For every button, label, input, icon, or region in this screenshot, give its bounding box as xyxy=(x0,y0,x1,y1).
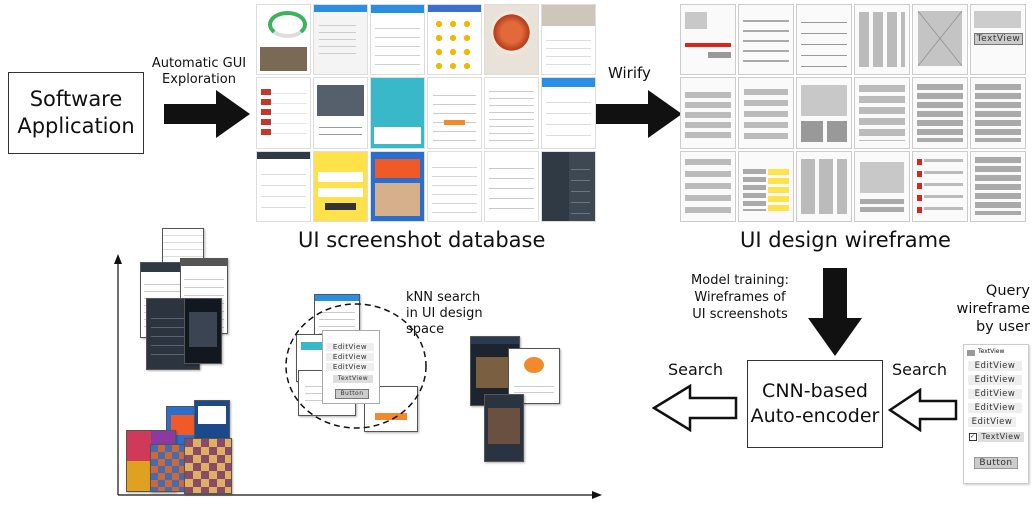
query-label-line3: by user xyxy=(975,319,1030,335)
query-checkbox-label: TextView xyxy=(978,432,1024,442)
knn-wireframe-edit: EditView xyxy=(326,353,374,361)
screenshot-tile xyxy=(541,77,596,149)
query-editview-5: EditView xyxy=(968,417,1016,427)
search-right-arrow-icon xyxy=(888,388,958,432)
knn-wireframe-button: Button xyxy=(335,389,369,399)
query-editview-3: EditView xyxy=(968,389,1022,399)
wireframe-caption: UI design wireframe xyxy=(740,228,951,252)
screenshot-tile xyxy=(541,150,596,222)
exploration-arrow-icon xyxy=(164,90,250,138)
wireframe-tile xyxy=(680,150,736,222)
screenshot-tile xyxy=(256,77,311,149)
query-editview-1: EditView xyxy=(968,361,1022,371)
model-training-line3: UI screenshots xyxy=(692,307,788,322)
model-training-line2: Wireframes of xyxy=(694,290,786,305)
screenshot-database-grid xyxy=(256,4,596,222)
screenshot-tile xyxy=(256,150,311,222)
result-screenshot xyxy=(484,394,524,462)
exploration-label-line1: Automatic GUI xyxy=(151,56,247,71)
cnn-box-line1: CNN-based xyxy=(762,380,868,402)
software-application-box: Software Application xyxy=(8,72,144,154)
wireframe-tile xyxy=(970,77,1026,149)
wireframe-tile xyxy=(738,77,794,149)
exploration-label-line2: Exploration xyxy=(162,72,236,87)
screenshot-tile xyxy=(370,77,425,149)
screenshot-tile xyxy=(484,4,539,76)
screenshot-tile xyxy=(256,4,311,76)
screenshot-tile xyxy=(484,77,539,149)
screenshot-tile xyxy=(484,150,539,222)
knn-wireframe-textview: TextView xyxy=(333,375,373,383)
query-label-line1: Query xyxy=(985,283,1030,299)
wirify-arrow-icon xyxy=(596,90,682,138)
exploration-label: Automatic GUI Exploration xyxy=(150,56,248,88)
query-header-textview: TextView xyxy=(978,348,1005,355)
wireframe-tile xyxy=(796,150,852,222)
wireframe-tile xyxy=(912,77,968,149)
wireframe-tile xyxy=(970,150,1026,222)
screenshot-tile xyxy=(427,4,482,76)
screenshot-tile xyxy=(370,150,425,222)
query-label: Query wireframe by user xyxy=(950,282,1030,336)
wireframe-tile: TextView xyxy=(970,4,1026,76)
query-checkbox-icon: ✓ xyxy=(969,433,977,441)
search-left-label: Search xyxy=(668,360,723,379)
query-button: Button xyxy=(974,457,1018,469)
query-editview-4: EditView xyxy=(968,403,1022,413)
screenshot-tile xyxy=(427,150,482,222)
wireframe-tile xyxy=(738,150,794,222)
result-screenshot xyxy=(508,348,560,404)
knn-label-line2: in UI design xyxy=(406,306,483,321)
screenshot-tile xyxy=(370,4,425,76)
screenshot-tile xyxy=(427,77,482,149)
model-training-line1: Model training: xyxy=(691,273,789,288)
knn-wireframe: EditView EditView EditView TextView Butt… xyxy=(322,330,380,404)
screenshot-tile xyxy=(313,150,368,222)
cluster-screenshot xyxy=(184,298,222,364)
knn-wireframe-edit: EditView xyxy=(326,343,374,351)
knn-wireframe-edit: EditView xyxy=(326,363,374,371)
knn-label: kNN search in UI design space xyxy=(406,290,483,338)
query-wireframe-card: TextView EditView EditView EditView Edit… xyxy=(963,344,1029,484)
wireframe-tile xyxy=(680,77,736,149)
cnn-box-line2: Auto-encoder xyxy=(750,405,880,427)
software-application-line1: Software xyxy=(29,87,123,111)
knn-label-line1: kNN search xyxy=(406,290,481,305)
wireframe-textview: TextView xyxy=(974,32,1023,45)
cnn-autoencoder-box: CNN-based Auto-encoder xyxy=(747,360,883,448)
knn-circle xyxy=(285,303,427,429)
cluster-screenshot xyxy=(184,438,232,494)
down-arrow-icon xyxy=(808,268,862,356)
model-training-label: Model training: Wireframes of UI screens… xyxy=(684,272,796,323)
wirify-label: Wirify xyxy=(608,64,651,82)
wireframe-tile xyxy=(854,150,910,222)
wireframe-tile xyxy=(796,77,852,149)
search-left-arrow-icon xyxy=(652,384,738,432)
query-editview-2: EditView xyxy=(968,375,1022,385)
knn-label-line3: space xyxy=(406,322,445,337)
design-space-axes xyxy=(114,254,602,499)
screenshot-tile xyxy=(541,4,596,76)
wireframe-tile xyxy=(738,4,794,76)
wireframe-tile xyxy=(854,4,910,76)
wireframe-tile xyxy=(680,4,736,76)
software-application-line2: Application xyxy=(17,114,135,138)
screenshot-database-caption: UI screenshot database xyxy=(298,228,546,252)
wireframe-grid: TextView xyxy=(680,4,1026,222)
search-right-label: Search xyxy=(892,360,947,379)
wireframe-tile xyxy=(854,77,910,149)
wireframe-tile xyxy=(796,4,852,76)
screenshot-tile xyxy=(313,4,368,76)
screenshot-tile xyxy=(313,77,368,149)
wireframe-tile xyxy=(912,4,968,76)
query-label-line2: wireframe xyxy=(956,301,1030,317)
wireframe-tile xyxy=(912,150,968,222)
